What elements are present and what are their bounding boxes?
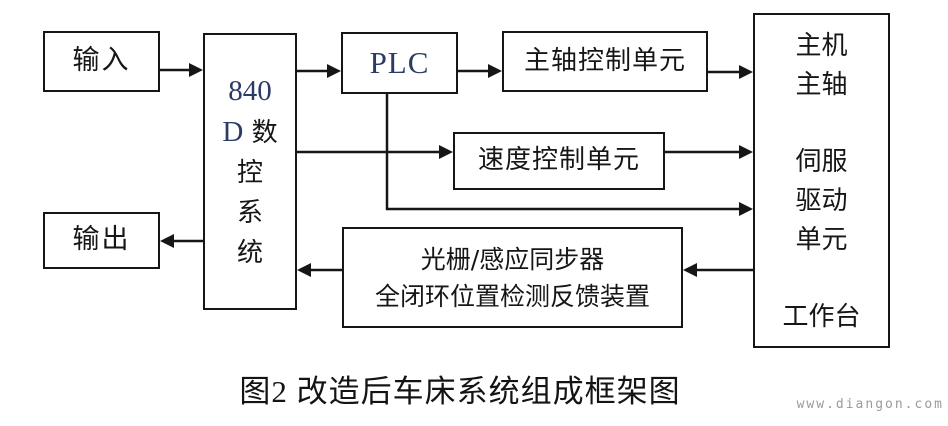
arrow-cnc-to-output	[160, 234, 203, 248]
arrow-cnc-to-plc	[297, 64, 341, 78]
cnc-char-2: 控	[236, 157, 263, 188]
cnc-char-3: 系	[236, 197, 263, 228]
input-box: 输入	[43, 31, 160, 92]
plc-box: PLC	[341, 32, 458, 94]
machine-unit-label: 单元	[795, 225, 848, 255]
arrow-cnc-to-speed-ctrl	[297, 145, 453, 159]
arrow-spindle-ctrl-to-machine	[708, 65, 753, 79]
speed-control-label: 速度控制单元	[477, 145, 640, 176]
plc-label: PLC	[369, 45, 430, 81]
watermark-url: www.diangon.com	[796, 397, 944, 412]
feedback-device-box: 光栅/感应同步器 全闭环位置检测反馈装置	[342, 227, 683, 328]
output-box: 输出	[43, 212, 160, 269]
machine-drive-label: 驱动	[795, 186, 848, 216]
speed-control-box: 速度控制单元	[453, 132, 665, 190]
cnc-model-number: 840	[228, 74, 272, 107]
cnc-line-1: 840	[228, 71, 272, 112]
figure-caption: 图2 改造后车床系统组成框架图	[239, 374, 681, 409]
feedback-line-2: 全闭环位置检测反馈装置	[374, 281, 650, 311]
cnc-model-letter: D	[222, 115, 244, 148]
machine-spindle-label: 主轴	[795, 70, 848, 100]
arrow-feedback-to-cnc	[297, 263, 342, 277]
arrow-plc-to-machine	[385, 94, 753, 216]
machine-bottom-group: 工作台	[755, 298, 888, 337]
machine-servo-group: 伺服 驱动 单元	[755, 143, 888, 260]
cnc-line-2: D 数	[222, 112, 277, 153]
machine-top-group: 主机 主轴	[755, 27, 888, 105]
cnc-system-box: 840 D 数 控 系 统	[203, 33, 297, 310]
arrow-plc-to-spindle-ctrl	[458, 64, 502, 78]
machine-worktable-label: 工作台	[782, 302, 861, 332]
cnc-char-4: 统	[236, 237, 263, 268]
machine-host-label: 主机	[795, 31, 848, 61]
machine-box: 主机 主轴 伺服 驱动 单元 工作台	[753, 13, 890, 348]
input-label: 输入	[72, 45, 131, 77]
spindle-control-box: 主轴控制单元	[502, 31, 708, 92]
output-label: 输出	[72, 224, 131, 256]
spindle-control-label: 主轴控制单元	[523, 45, 686, 76]
arrow-speed-ctrl-to-machine	[665, 145, 753, 159]
arrow-machine-to-feedback	[683, 263, 753, 277]
arrow-input-to-cnc	[160, 63, 203, 77]
feedback-line-1: 光栅/感应同步器	[420, 244, 605, 274]
machine-servo-label: 伺服	[795, 147, 848, 177]
cnc-char-1: 数	[251, 117, 278, 148]
